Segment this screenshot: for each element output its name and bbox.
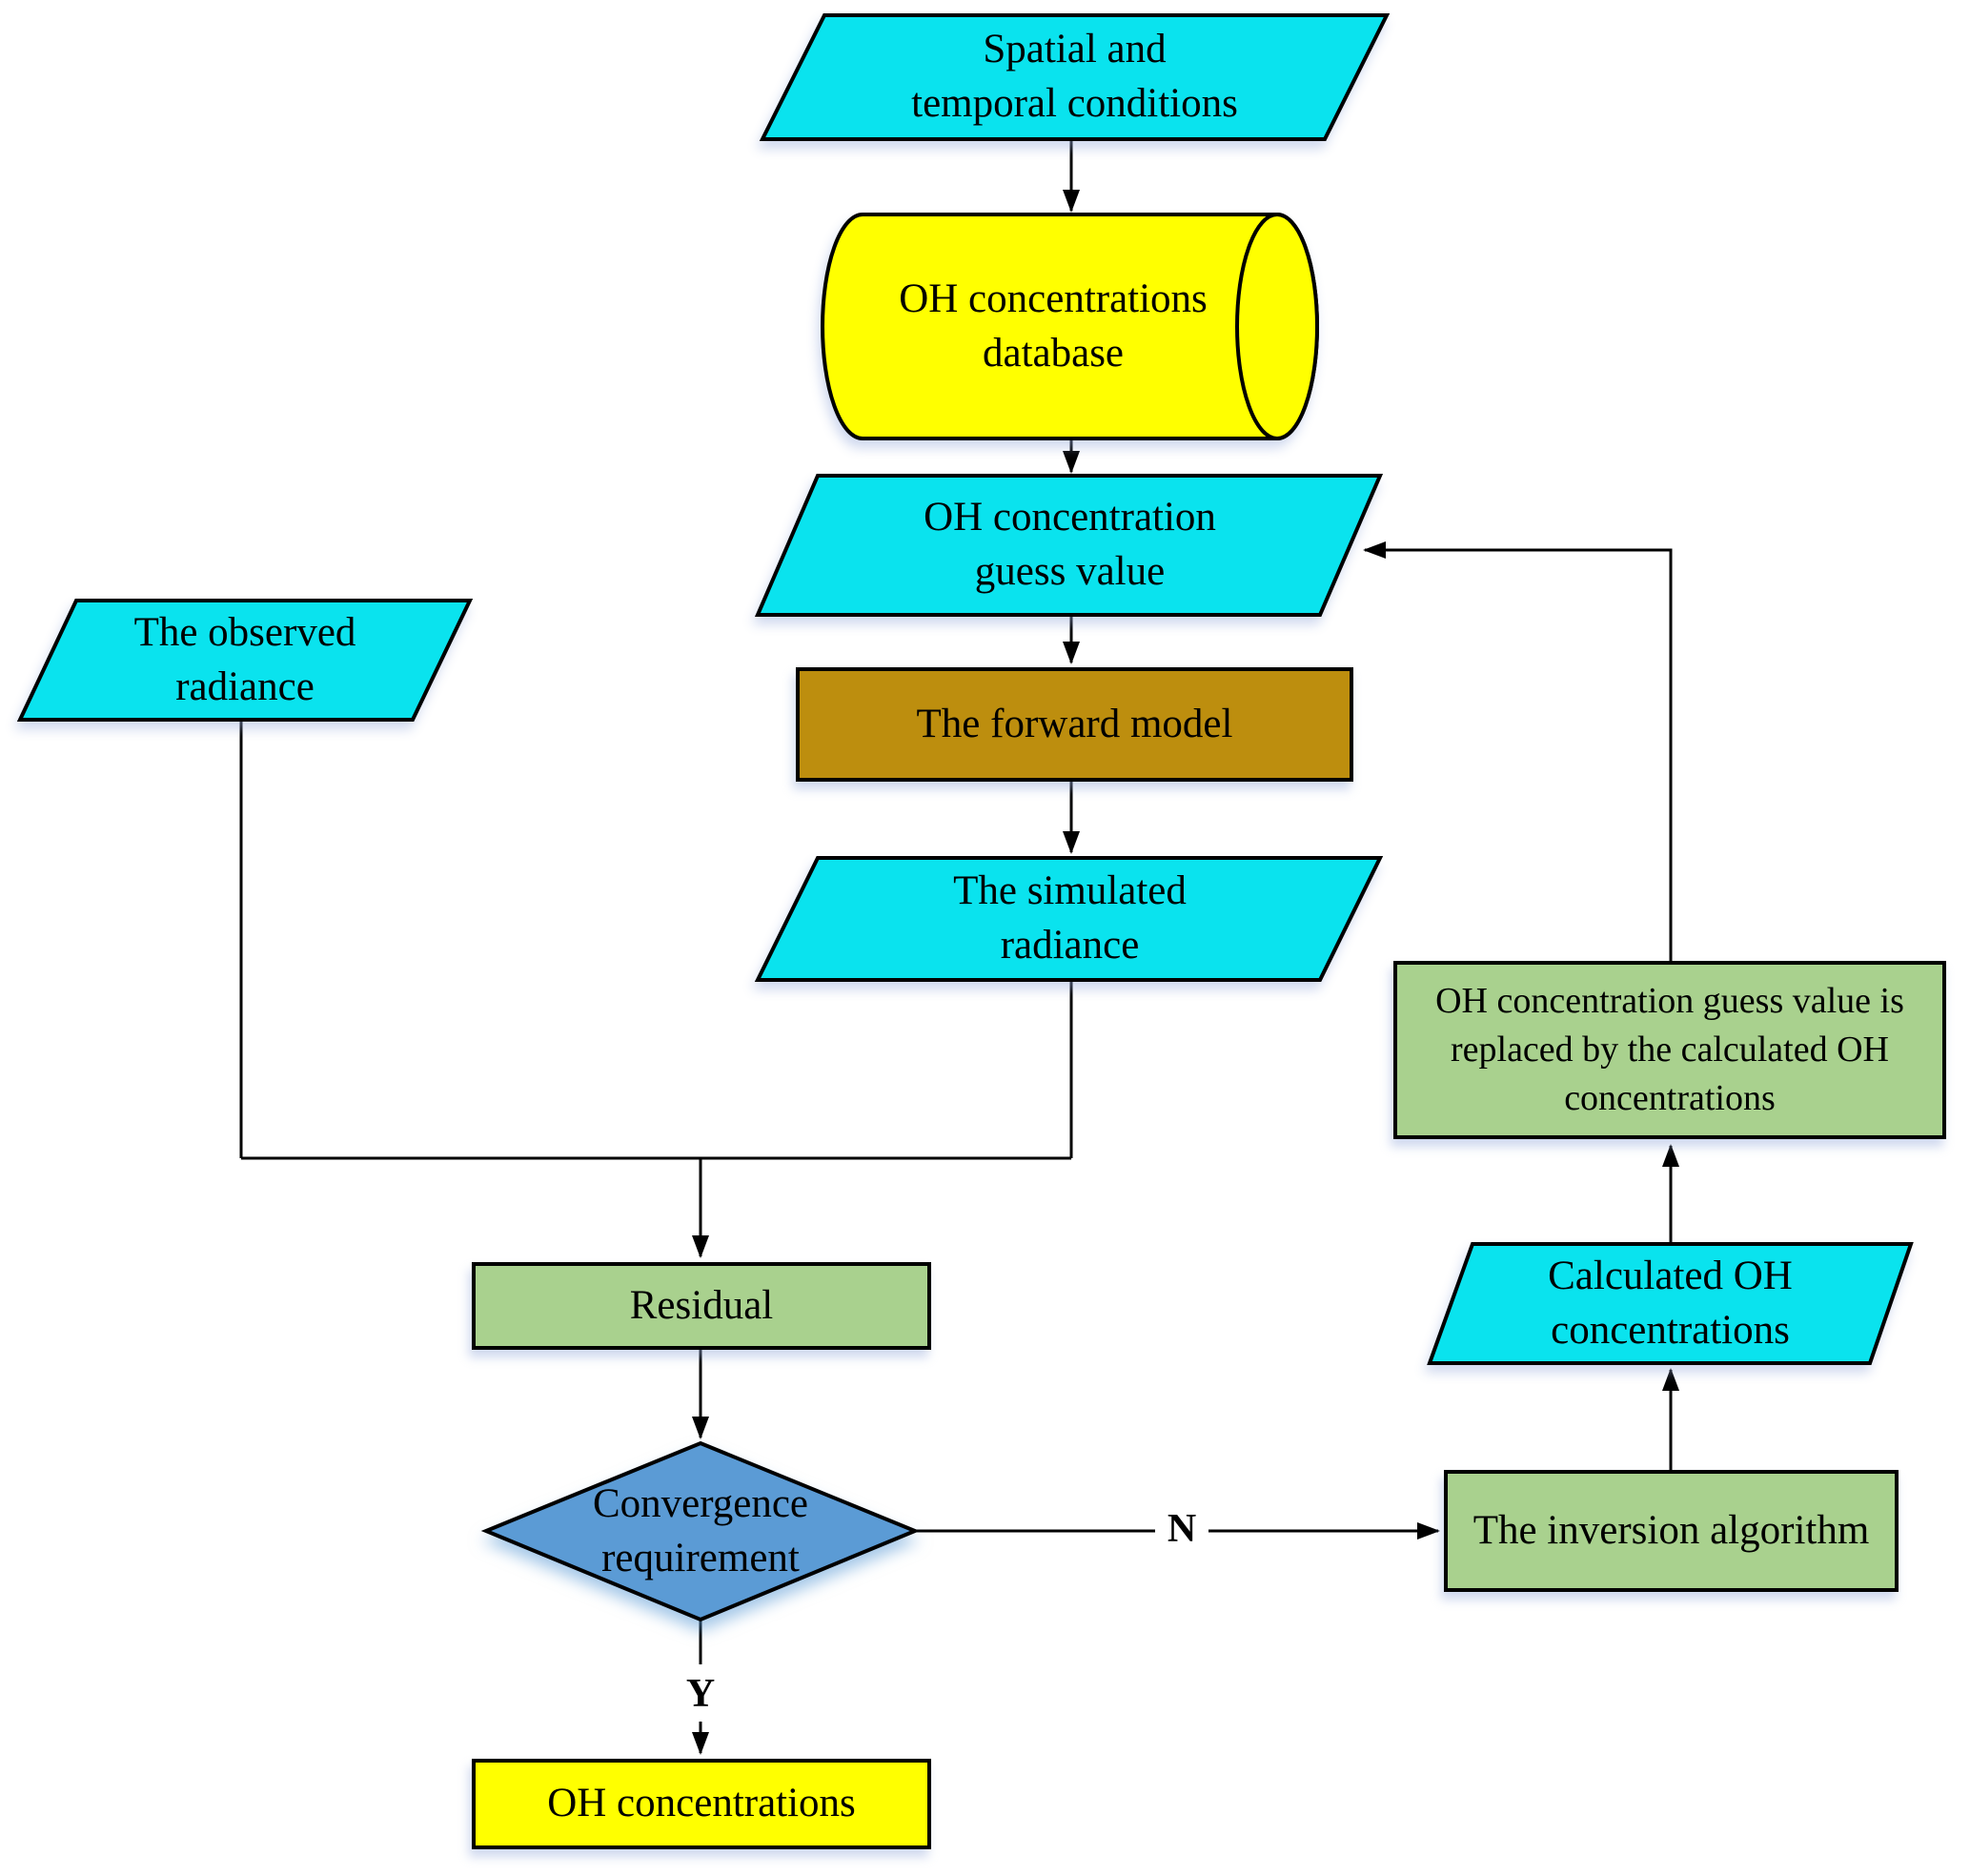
diamond-convergence [480, 1440, 921, 1622]
cylinder-cap [1235, 213, 1319, 440]
forward-model-label: The forward model [916, 701, 1233, 746]
parallelogram-guess-value [754, 474, 1384, 617]
parallelogram-spatial-conditions [759, 13, 1391, 141]
node-oh-concentrations-result: OH concentrations [472, 1759, 931, 1849]
parallelogram-calculated-oh [1427, 1242, 1914, 1365]
parallelogram-observed-radiance [16, 599, 474, 722]
inversion-algorithm-label: The inversion algorithm [1472, 1507, 1870, 1553]
node-residual: Residual [472, 1262, 931, 1350]
node-inversion-algorithm: The inversion algorithm [1444, 1470, 1899, 1592]
oh-result-label: OH concentrations [547, 1781, 856, 1826]
parallelogram-simulated-radiance [754, 856, 1384, 982]
guess-replaced-label: OH concentration guess value is replaced… [1435, 980, 1904, 1119]
edge-replaced-loop-to-guess [1363, 541, 1673, 961]
node-forward-model: The forward model [796, 667, 1353, 782]
shape-layer [16, 13, 1914, 1622]
residual-label: Residual [629, 1282, 774, 1328]
node-guess-replaced: OH concentration guess value is replaced… [1393, 961, 1946, 1139]
edge-layer [239, 139, 1679, 1755]
